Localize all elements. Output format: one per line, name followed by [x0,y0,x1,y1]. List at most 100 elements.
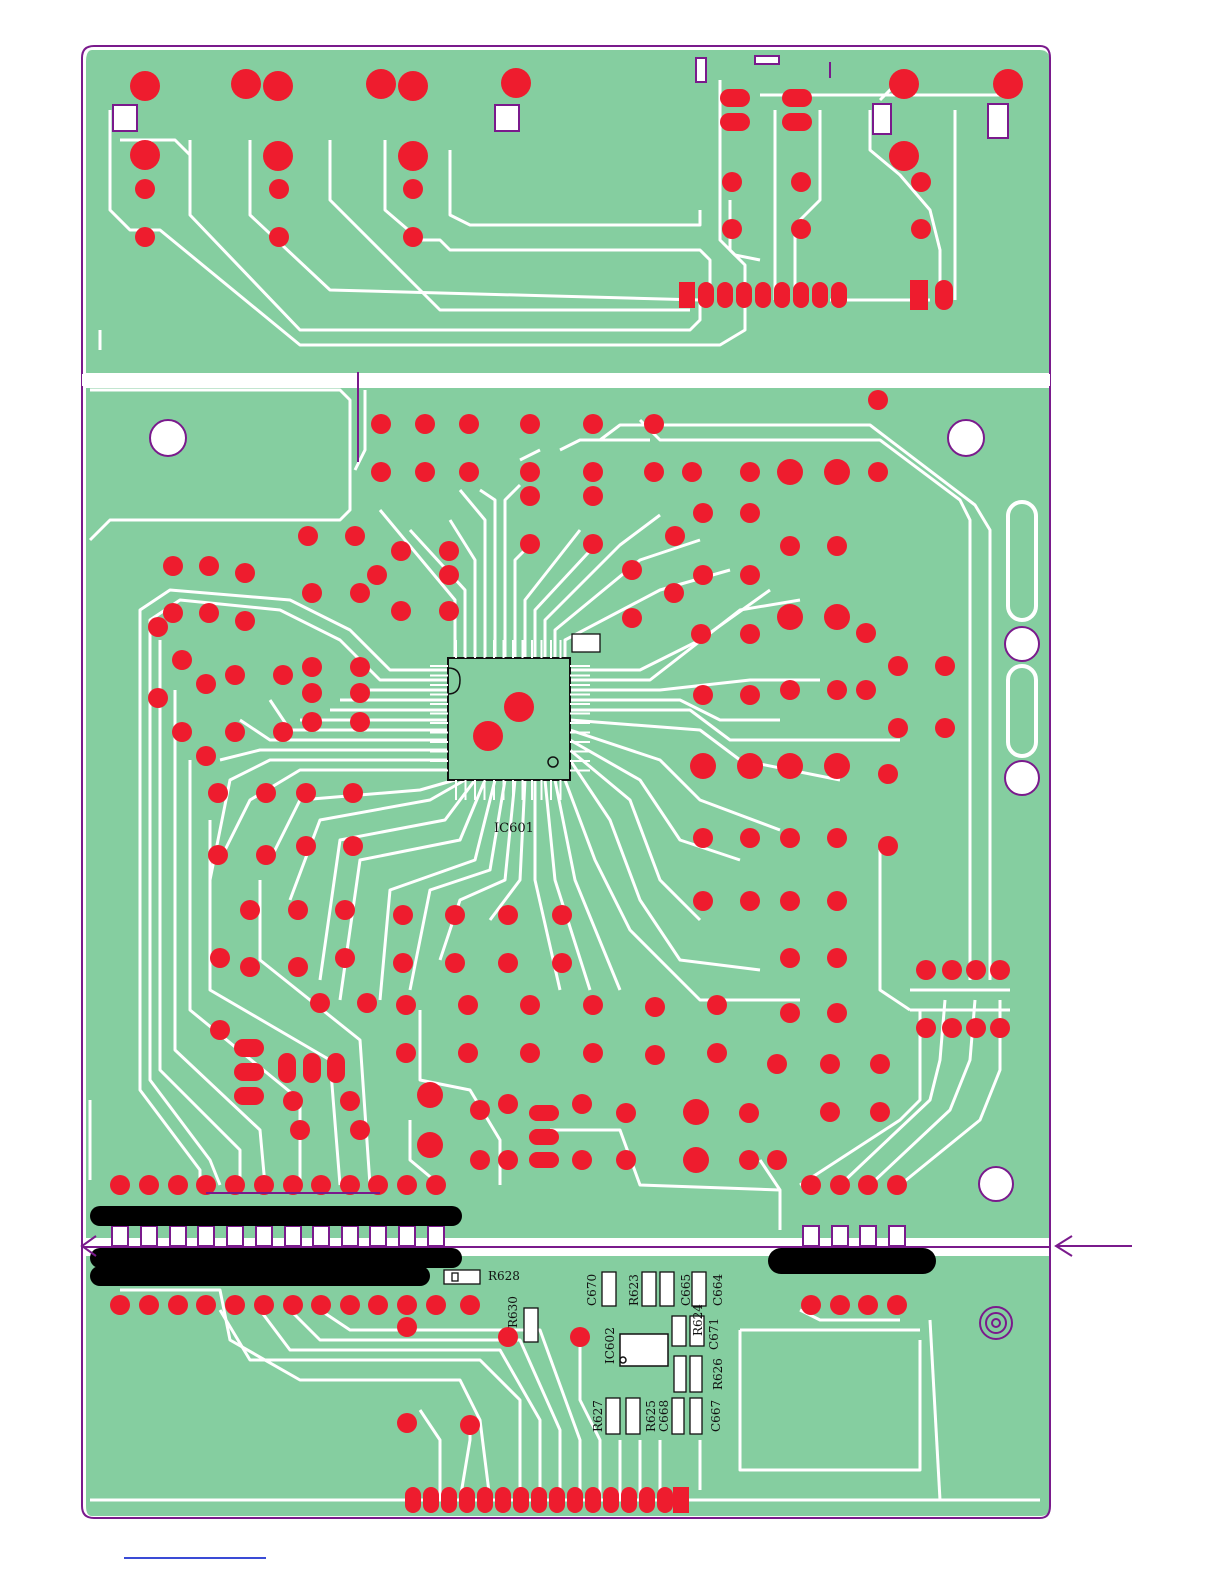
pad [235,563,255,583]
pad [887,1295,907,1315]
pad [196,674,216,694]
pad [340,1295,360,1315]
pad [737,753,763,779]
pad [139,1295,159,1315]
pad [303,1053,321,1083]
mounting-hole [1005,627,1039,661]
pad [736,282,752,308]
pad [740,828,760,848]
pad [417,1082,443,1108]
pad [693,565,713,585]
pad [269,179,289,199]
pad [520,462,540,482]
pad [740,891,760,911]
pad [791,219,811,239]
pad [583,534,603,554]
pad [993,69,1023,99]
pad [793,282,809,308]
pad [911,219,931,239]
component-footprint [444,1270,480,1284]
pad [148,688,168,708]
pad [231,69,261,99]
label-r630: R630 [506,1296,520,1328]
pad [990,960,1010,980]
pad [343,836,363,856]
pad [441,1487,457,1513]
pad [782,89,812,107]
pad [870,1054,890,1074]
pad [196,746,216,766]
pad [583,1043,603,1063]
pad [801,1175,821,1195]
pad [163,603,183,623]
pad [858,1295,878,1315]
pad [498,953,518,973]
pad [130,71,160,101]
pad [529,1105,559,1121]
pad [739,1150,759,1170]
pad [256,845,276,865]
pad [827,828,847,848]
pad [345,526,365,546]
label-r626: R626 [711,1358,725,1390]
pad [827,891,847,911]
pad [639,1487,655,1513]
pad [234,1039,264,1057]
component-footprint [692,1272,706,1306]
pad [567,1487,583,1513]
mounting-hole [948,420,984,456]
edge-pad [370,1226,386,1246]
pad [583,414,603,434]
pad [657,1487,673,1513]
edge-pad [889,1226,905,1246]
pad [645,997,665,1017]
pad [256,783,276,803]
copper-bottom-section [86,1256,1050,1516]
pad [889,141,919,171]
pad [397,1295,417,1315]
pad [820,1054,840,1074]
pad [288,900,308,920]
pad [460,1415,480,1435]
pad [693,685,713,705]
pad [791,172,811,192]
pad [459,1487,475,1513]
pad [707,1043,727,1063]
label-c670: C670 [585,1274,599,1306]
pad [225,722,245,742]
pad [350,583,370,603]
pad [357,993,377,1013]
pad [570,1327,590,1347]
thermal-pad [504,692,534,722]
mask-bar [90,1266,430,1286]
component-footprint [672,1316,686,1346]
pad [393,953,413,973]
square-pad [696,58,706,82]
pad [208,845,228,865]
mounting-hole [150,420,186,456]
pad [740,503,760,523]
pad [405,1487,421,1513]
component-footprint [602,1272,616,1306]
component-footprint [524,1308,538,1342]
pad [459,414,479,434]
pad [780,948,800,968]
pad [878,836,898,856]
pad [824,459,850,485]
ic602-package [620,1334,668,1366]
pad [827,948,847,968]
pad [210,1020,230,1040]
pad [172,650,192,670]
pad [887,1175,907,1195]
component-footprint [572,634,600,652]
pad [335,948,355,968]
pad [520,414,540,434]
pad [397,1413,417,1433]
pad [830,1295,850,1315]
edge-pad [399,1226,415,1246]
pad [691,624,711,644]
mask-bar [90,1206,462,1226]
pad [740,462,760,482]
pad [622,560,642,580]
pad [827,680,847,700]
